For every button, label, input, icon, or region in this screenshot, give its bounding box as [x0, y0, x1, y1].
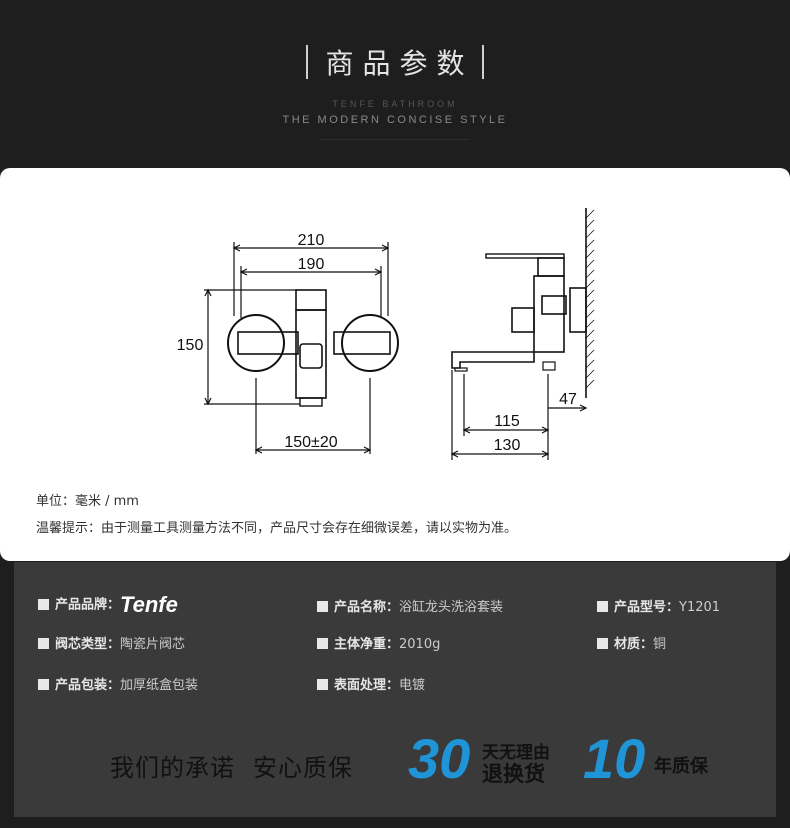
- promise-text: 我们的承诺安心质保: [110, 748, 371, 783]
- spec-label: 阀芯类型：: [55, 637, 121, 652]
- spec-material: 材质：铜: [597, 633, 666, 652]
- spec-label: 材质：: [614, 637, 654, 652]
- dim-210: 210: [298, 232, 325, 249]
- spec-model: 产品型号：Y1201: [597, 596, 720, 615]
- spec-brand: 产品品牌：Tenfe: [38, 592, 178, 618]
- unit-note: 单位：毫米 / mm: [36, 494, 139, 509]
- promise-text-1: 我们的承诺: [110, 754, 235, 782]
- spec-package: 产品包装：加厚纸盒包装: [38, 674, 198, 693]
- promise-30-top: 天无理由: [482, 743, 550, 763]
- bullet-square-icon: [38, 638, 49, 649]
- dim-115: 115: [494, 413, 520, 430]
- bullet-square-icon: [597, 638, 608, 649]
- spec-label: 产品包装：: [55, 678, 121, 693]
- dim-130: 130: [494, 437, 521, 454]
- spec-finish: 表面处理：电镀: [317, 674, 425, 693]
- spec-value: 加厚纸盒包装: [120, 678, 199, 693]
- spec-valve: 阀芯类型：陶瓷片阀芯: [38, 633, 185, 652]
- title-right-bar: [481, 45, 484, 79]
- spec-value: 电镀: [399, 678, 426, 693]
- spec-label: 主体净重：: [334, 637, 400, 652]
- spec-weight: 主体净重：2010g: [317, 633, 440, 652]
- spec-value: 铜: [653, 637, 667, 652]
- bullet-square-icon: [38, 679, 49, 690]
- dim-190: 190: [298, 256, 325, 273]
- bullet-square-icon: [317, 638, 328, 649]
- header-section: 商品参数 TENFE BATHROOM THE MODERN CONCISE S…: [0, 0, 790, 168]
- dim-150: 150: [177, 337, 204, 354]
- front-view: 210 190 150: [177, 232, 399, 454]
- spec-name: 产品名称：浴缸龙头洗浴套装: [317, 596, 503, 615]
- brand-subtitle: TENFE BATHROOM: [332, 99, 458, 109]
- spec-value: 浴缸龙头洗浴套装: [399, 600, 504, 615]
- spec-value: 2010g: [399, 637, 441, 652]
- side-view: 47 115 130: [450, 208, 595, 460]
- dimension-card: 210 190 150: [0, 168, 790, 561]
- spec-label: 产品品牌：: [55, 597, 121, 613]
- promise-text-2: 安心质保: [253, 754, 353, 782]
- bullet-square-icon: [38, 598, 49, 610]
- spec-value: 陶瓷片阀芯: [120, 637, 186, 652]
- promise-10-text: 年质保: [654, 756, 708, 777]
- style-subtitle: THE MODERN CONCISE STYLE: [282, 114, 508, 126]
- promise-number-10: 10: [583, 727, 646, 790]
- dim-150-pm20: 150±20: [284, 434, 337, 451]
- brand-logo-text: Tenfe: [120, 592, 178, 617]
- bullet-square-icon: [317, 679, 328, 690]
- tip-note: 温馨提示：由于测量工具测量方法不同，产品尺寸会存在细微误差，请以实物为准。: [36, 521, 518, 536]
- bullet-square-icon: [317, 601, 328, 612]
- spec-label: 产品名称：: [334, 600, 400, 615]
- spec-panel: 产品品牌：Tenfe 产品名称：浴缸龙头洗浴套装 产品型号：Y1201 阀芯类型…: [14, 562, 776, 817]
- title-left-bar: [306, 45, 309, 79]
- spec-value: Y1201: [679, 600, 721, 615]
- bullet-square-icon: [597, 601, 608, 612]
- dim-47: 47: [559, 391, 577, 408]
- header-divider: [321, 139, 469, 140]
- dimension-diagram: 210 190 150: [177, 208, 595, 460]
- promise-30-bottom: 退换货: [482, 762, 545, 786]
- section-title: 商品参数: [0, 42, 790, 82]
- spec-label: 产品型号：: [614, 600, 680, 615]
- section-title-text: 商品参数: [325, 47, 474, 80]
- promise-number-30: 30: [408, 727, 471, 790]
- spec-label: 表面处理：: [334, 678, 400, 693]
